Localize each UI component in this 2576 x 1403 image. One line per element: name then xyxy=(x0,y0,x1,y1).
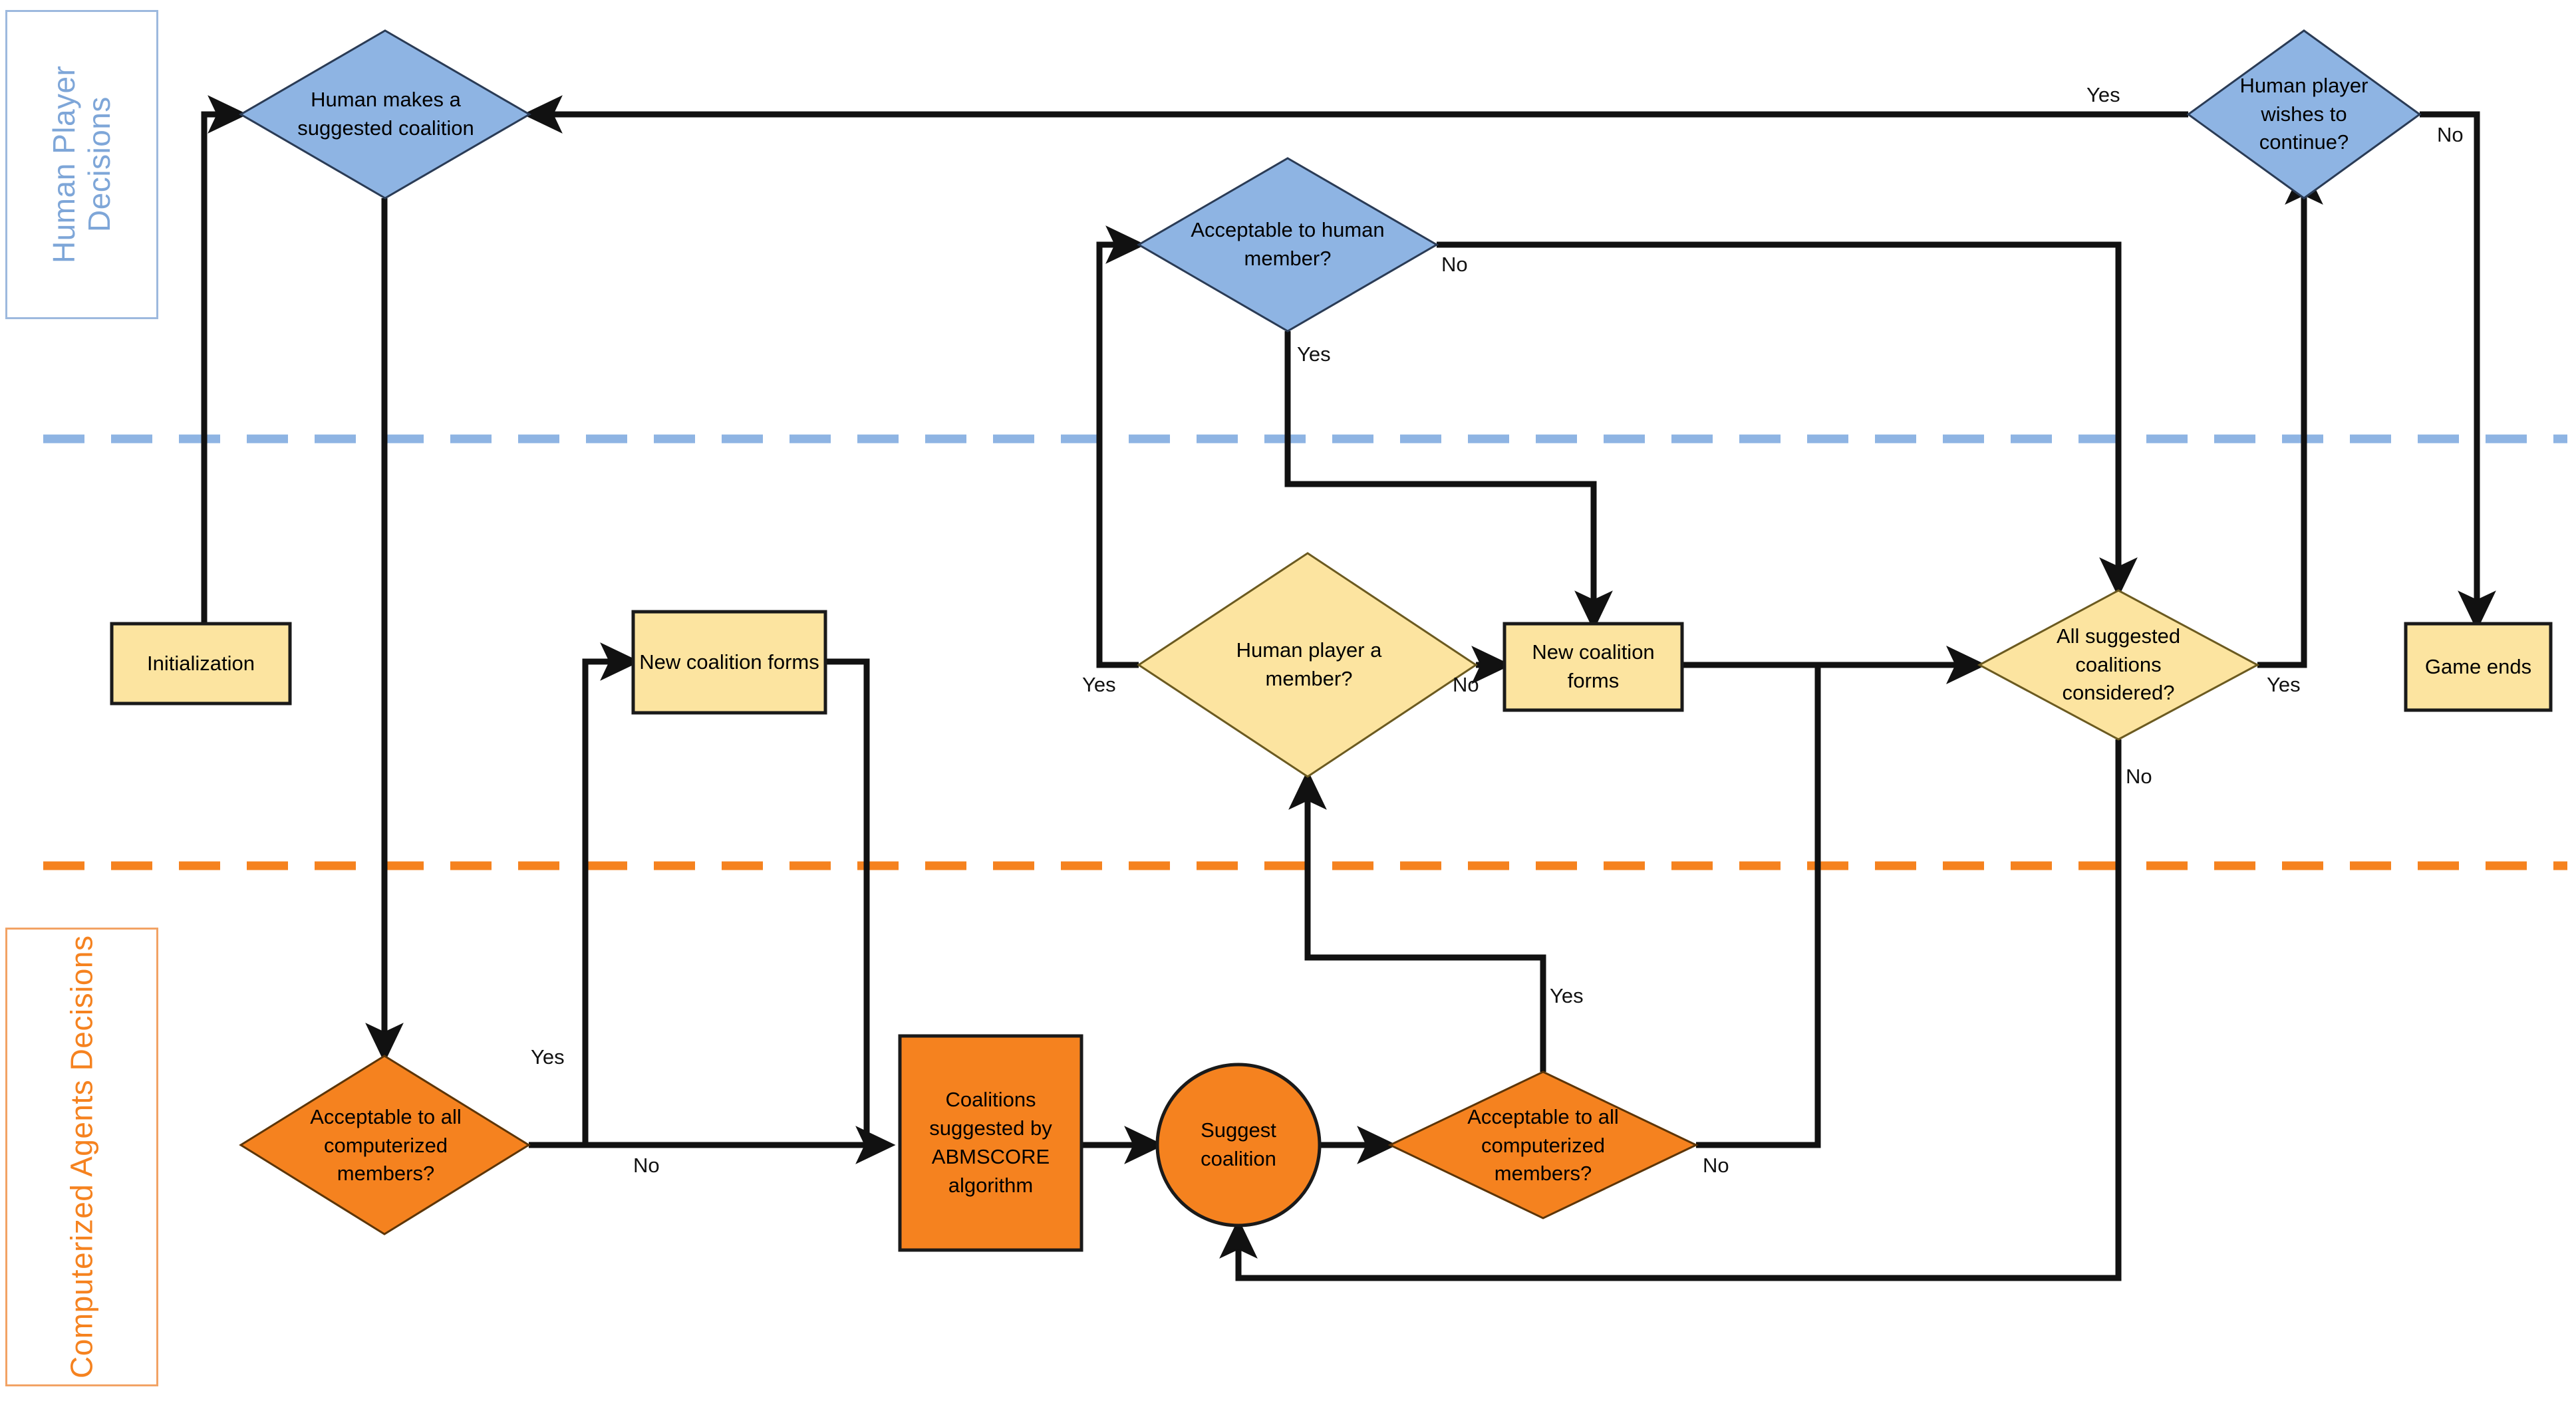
node-coalitions-suggested-abmscore[interactable]: Coalitions suggested by ABMSCORE algorit… xyxy=(900,1036,1081,1250)
edge-all-considered-no-to-suggest xyxy=(1219,739,2122,1281)
edge-label-acceptable-human-yes: Yes xyxy=(1297,342,1331,366)
edge-label-continue-yes: Yes xyxy=(2086,83,2120,106)
node-label-suggest-coalition: Suggest coalition xyxy=(1201,1118,1276,1170)
edge-comp-right-no-to-all-considered xyxy=(1696,646,1987,1148)
shape-acceptable-all-computerized-right xyxy=(1387,1071,1699,1219)
node-game-ends[interactable]: Game ends xyxy=(2406,624,2551,710)
node-human-player-wishes-to-continue[interactable]: Human player wishes to continue? xyxy=(2211,56,2397,173)
node-label-new-coalition-forms-left: New coalition forms xyxy=(639,650,819,674)
edge-label-comp-right-yes: Yes xyxy=(1550,984,1584,1007)
node-label-acceptable-all-computerized-right: Acceptable to all computerized members? xyxy=(1467,1104,1619,1186)
node-label-all-suggested-coalitions-considered: All suggested coalitions considered? xyxy=(2056,624,2181,705)
shape-human-makes-suggested-coalition xyxy=(239,29,531,199)
node-initialization[interactable]: Initialization xyxy=(112,624,290,703)
edge-label-comp-right-no: No xyxy=(1703,1154,1729,1177)
node-label-initialization: Initialization xyxy=(147,651,255,675)
shape-coalitions-suggested-abmscore xyxy=(898,1034,1083,1252)
edge-continue-no-to-game-ends xyxy=(2420,111,2496,631)
edge-acceptable-human-yes-to-new-coalition-right xyxy=(1284,331,1613,631)
edge-label-all-considered-yes: Yes xyxy=(2267,673,2301,696)
node-all-suggested-coalitions-considered[interactable]: All suggested coalitions considered? xyxy=(2017,606,2220,723)
edge-human-member-yes-to-acceptable-human xyxy=(1096,225,1146,668)
shape-human-player-wishes-to-continue xyxy=(2186,29,2422,199)
node-human-makes-suggested-coalition[interactable]: Human makes a suggested coalition xyxy=(273,56,499,173)
shape-new-coalition-forms-left xyxy=(631,610,827,715)
node-label-game-ends: Game ends xyxy=(2424,654,2532,678)
edge-all-considered-yes-to-continue xyxy=(2257,164,2323,668)
shape-game-ends xyxy=(2404,622,2553,712)
node-new-coalition-forms-left[interactable]: New coalition forms xyxy=(633,612,825,713)
node-label-coalitions-suggested-abmscore: Coalitions suggested by ABMSCORE algorit… xyxy=(929,1088,1052,1197)
shape-new-coalition-forms-right xyxy=(1503,622,1684,712)
edge-comp-right-yes-to-human-member xyxy=(1288,769,1546,1072)
edge-label-all-considered-no: No xyxy=(2126,765,2152,788)
lane-legend-computerized: Computerized Agents Decisions xyxy=(5,928,158,1386)
edge-new-coalition-left-to-abmscore xyxy=(825,658,889,1148)
node-new-coalition-forms-right[interactable]: New coalition forms xyxy=(1504,624,1682,710)
node-suggest-coalition[interactable]: Suggest coalition xyxy=(1165,1088,1312,1202)
shape-initialization xyxy=(110,622,292,705)
edge-label-comp-left-no: No xyxy=(633,1154,660,1177)
edge-label-human-member-no: No xyxy=(1453,673,1479,696)
edge-comp-left-yes-to-new-coalition xyxy=(582,642,641,1145)
shape-acceptable-to-human-member xyxy=(1137,157,1439,332)
node-label-acceptable-to-human-member: Acceptable to human member? xyxy=(1191,218,1385,270)
node-acceptable-to-human-member[interactable]: Acceptable to human member? xyxy=(1187,188,1389,302)
edge-label-comp-left-yes: Yes xyxy=(531,1045,565,1069)
node-label-new-coalition-forms-right: New coalition forms xyxy=(1532,640,1655,692)
shape-acceptable-all-computerized-left xyxy=(239,1055,531,1235)
edge-label-continue-no: No xyxy=(2437,123,2464,146)
edge-initialization-to-human-suggest xyxy=(201,95,248,632)
node-acceptable-all-computerized-left[interactable]: Acceptable to all computerized members? xyxy=(279,1077,492,1214)
edge-label-human-member-yes: Yes xyxy=(1082,673,1116,696)
node-label-human-player-a-member: Human player a member? xyxy=(1236,638,1382,690)
node-human-player-a-member[interactable]: Human player a member? xyxy=(1191,618,1427,711)
edge-label-acceptable-human-no: No xyxy=(1441,253,1468,276)
node-acceptable-all-computerized-right[interactable]: Acceptable to all computerized members? xyxy=(1440,1083,1646,1209)
shape-all-suggested-coalitions-considered xyxy=(1977,589,2260,741)
edge-acceptable-human-no-to-all-considered xyxy=(1437,241,2138,598)
node-label-human-makes-suggested-coalition: Human makes a suggested coalition xyxy=(297,88,474,140)
node-label-human-player-wishes-to-continue: Human player wishes to continue? xyxy=(2239,73,2368,154)
node-label-acceptable-all-computerized-left: Acceptable to all computerized members? xyxy=(310,1104,462,1186)
lane-label-human: Human Player Decisions xyxy=(47,65,116,264)
shape-human-player-a-member xyxy=(1137,552,1478,778)
lane-label-computerized: Computerized Agents Decisions xyxy=(64,935,99,1379)
lane-legend-human: Human Player Decisions xyxy=(5,10,158,319)
shape-suggest-coalition xyxy=(1155,1063,1322,1227)
